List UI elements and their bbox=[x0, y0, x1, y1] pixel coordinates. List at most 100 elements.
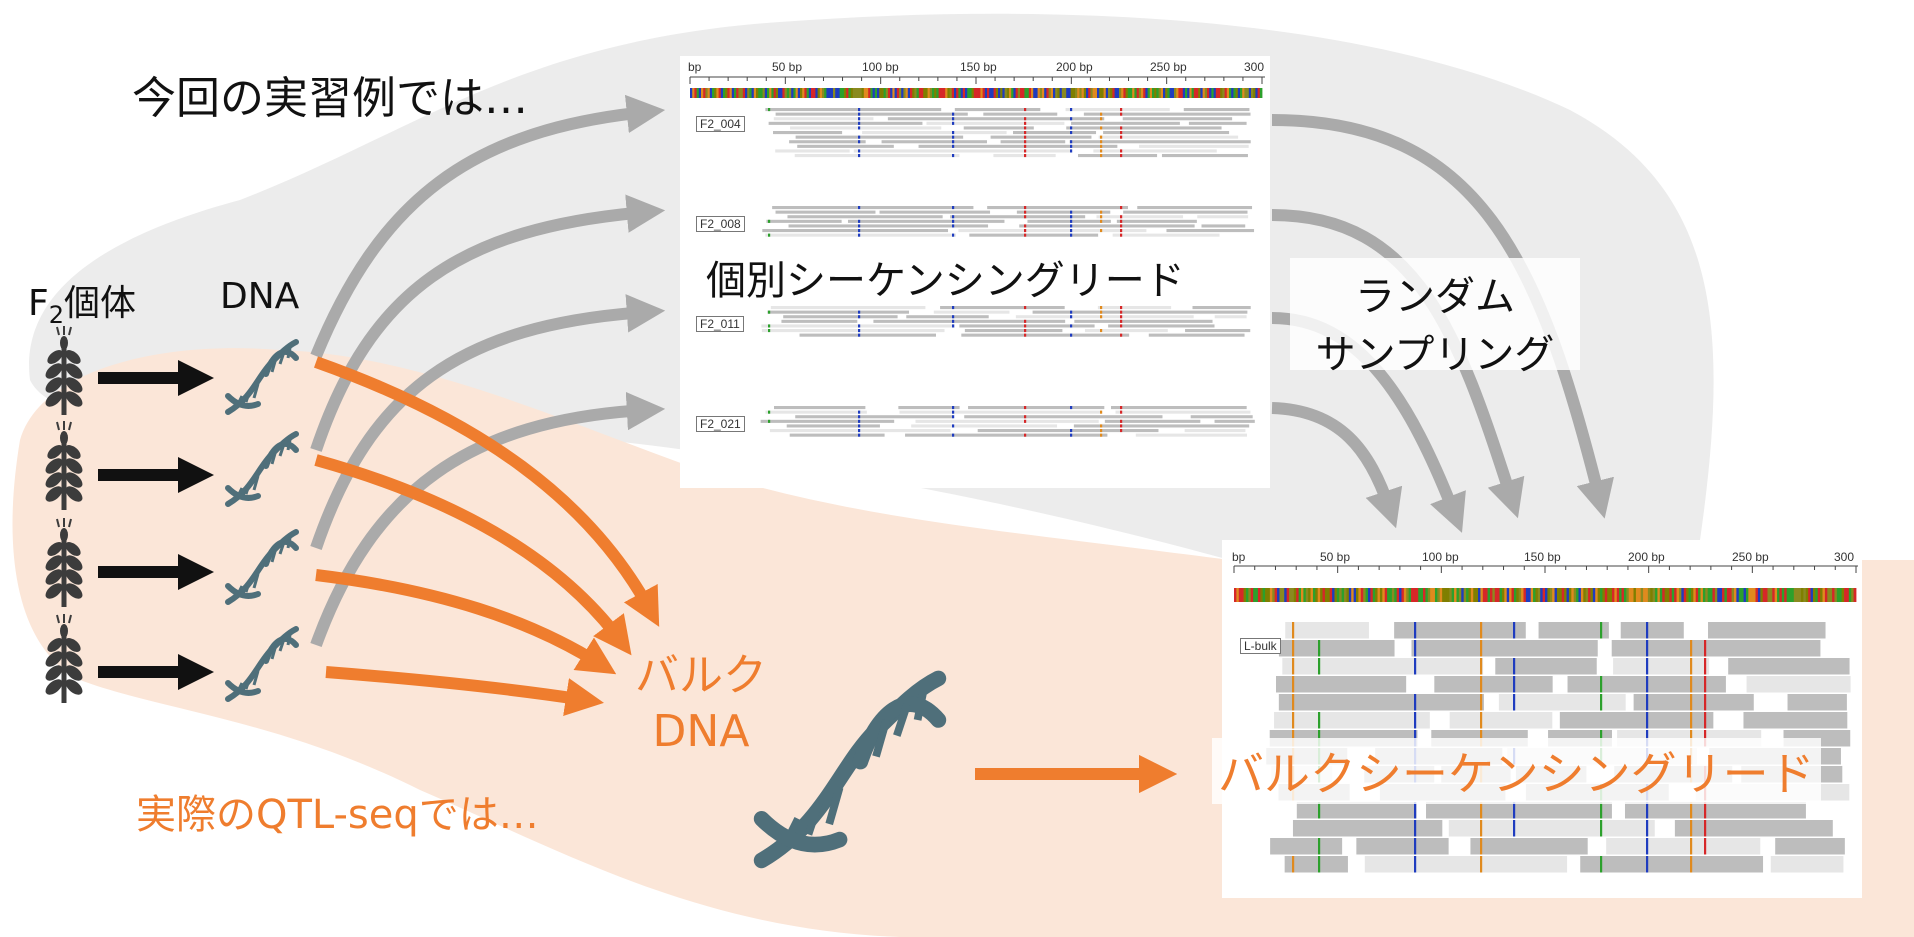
snp-mark bbox=[1480, 802, 1483, 819]
reference-base bbox=[1425, 588, 1429, 602]
reference-base bbox=[1853, 588, 1857, 602]
reference-base bbox=[912, 88, 915, 98]
sequencing-read bbox=[926, 121, 1065, 125]
reference-base bbox=[1079, 88, 1082, 98]
reference-base bbox=[1114, 88, 1118, 98]
snp-mark bbox=[1024, 126, 1027, 130]
reference-base bbox=[1035, 88, 1038, 98]
snp-mark bbox=[1120, 333, 1123, 337]
reference-base bbox=[824, 88, 827, 98]
sequencing-read bbox=[1356, 838, 1449, 855]
reference-base bbox=[1004, 88, 1008, 98]
reference-base bbox=[1451, 588, 1455, 602]
reference-base bbox=[1485, 588, 1488, 602]
sequencing-read bbox=[1104, 419, 1201, 423]
snp-mark bbox=[858, 333, 861, 337]
snp-mark bbox=[858, 433, 861, 437]
individual-reads-label: 個別シーケンシングリード bbox=[700, 248, 1191, 306]
snp-mark bbox=[1100, 117, 1103, 121]
reference-base bbox=[1284, 588, 1288, 602]
reference-base bbox=[940, 88, 944, 98]
random-sampling-line2: サンプリング bbox=[1315, 332, 1555, 378]
sequencing-read bbox=[770, 306, 926, 310]
reference-base bbox=[1046, 88, 1049, 98]
sequencing-read bbox=[1613, 658, 1710, 675]
reference-base bbox=[1048, 88, 1052, 98]
reference-base bbox=[914, 88, 917, 98]
snp-mark bbox=[1070, 224, 1073, 228]
snp-mark bbox=[1100, 329, 1103, 333]
reference-base bbox=[1057, 88, 1060, 98]
reference-base bbox=[921, 88, 924, 98]
sequencing-read bbox=[775, 112, 968, 116]
reference-base bbox=[1222, 88, 1225, 98]
snp-mark bbox=[1120, 319, 1123, 323]
sequencing-read bbox=[773, 117, 874, 121]
sequencing-read bbox=[1097, 306, 1172, 310]
snp-mark bbox=[1480, 640, 1483, 657]
snp-mark bbox=[1646, 820, 1649, 837]
snp-mark bbox=[1120, 131, 1123, 135]
sequencing-read bbox=[977, 429, 1159, 433]
reference-base bbox=[1253, 588, 1256, 602]
sequencing-read bbox=[788, 224, 989, 228]
snp-mark bbox=[1024, 140, 1027, 144]
snp-mark bbox=[1600, 676, 1603, 693]
bulk-pooling-arrows bbox=[313, 356, 660, 717]
sequencing-read bbox=[1470, 838, 1588, 855]
reference-base bbox=[1800, 588, 1804, 602]
snp-mark bbox=[1292, 640, 1295, 657]
snp-mark bbox=[1120, 419, 1123, 423]
reference-base bbox=[1053, 88, 1056, 98]
reference-base bbox=[1509, 588, 1512, 602]
reference-base bbox=[1401, 588, 1405, 602]
reference-base bbox=[1086, 88, 1089, 98]
snp-mark bbox=[952, 306, 955, 310]
sequencing-read bbox=[1115, 410, 1251, 414]
sequencing-read bbox=[918, 144, 1118, 148]
reference-base bbox=[1255, 588, 1259, 602]
reference-base bbox=[698, 88, 702, 98]
sequencing-read bbox=[1197, 215, 1249, 219]
sequencing-read bbox=[1580, 856, 1764, 873]
reference-base bbox=[1643, 588, 1646, 602]
snp-mark bbox=[1100, 215, 1103, 219]
reference-base bbox=[1698, 588, 1701, 602]
snp-mark bbox=[1024, 224, 1027, 228]
snp-mark bbox=[1024, 144, 1027, 148]
reference-base bbox=[1296, 588, 1299, 602]
reference-base bbox=[1489, 588, 1493, 602]
reference-base bbox=[1722, 588, 1725, 602]
sequencing-read bbox=[1278, 640, 1395, 657]
sequencing-read bbox=[1084, 329, 1168, 333]
snp-mark bbox=[952, 112, 955, 116]
sequencing-read bbox=[915, 419, 1099, 423]
snp-mark bbox=[1024, 215, 1027, 219]
reference-base bbox=[1083, 88, 1087, 98]
sequencing-read bbox=[881, 140, 987, 144]
sequencing-read bbox=[1434, 676, 1553, 693]
reference-base bbox=[1590, 588, 1594, 602]
reference-base bbox=[1478, 588, 1481, 602]
reference-base bbox=[1123, 88, 1126, 98]
snp-mark bbox=[768, 219, 771, 223]
reference-base bbox=[1245, 588, 1249, 602]
reference-base bbox=[1640, 588, 1644, 602]
reference-base bbox=[1267, 588, 1271, 602]
reference-base bbox=[1026, 88, 1030, 98]
sequencing-read bbox=[1787, 694, 1847, 711]
reference-base bbox=[958, 88, 961, 98]
sequencing-read bbox=[795, 135, 964, 139]
snp-mark bbox=[952, 324, 955, 328]
sequencing-read bbox=[1214, 419, 1255, 423]
reference-base bbox=[1463, 588, 1467, 602]
sequencing-read bbox=[1620, 622, 1684, 639]
sequencing-read bbox=[964, 415, 1163, 419]
sequencing-read bbox=[762, 229, 949, 233]
snp-mark bbox=[858, 415, 861, 419]
reference-base bbox=[793, 88, 796, 98]
reference-base bbox=[1042, 88, 1045, 98]
reference-base bbox=[969, 88, 972, 98]
snp-mark bbox=[1100, 229, 1103, 233]
sequencing-read bbox=[1276, 676, 1407, 693]
